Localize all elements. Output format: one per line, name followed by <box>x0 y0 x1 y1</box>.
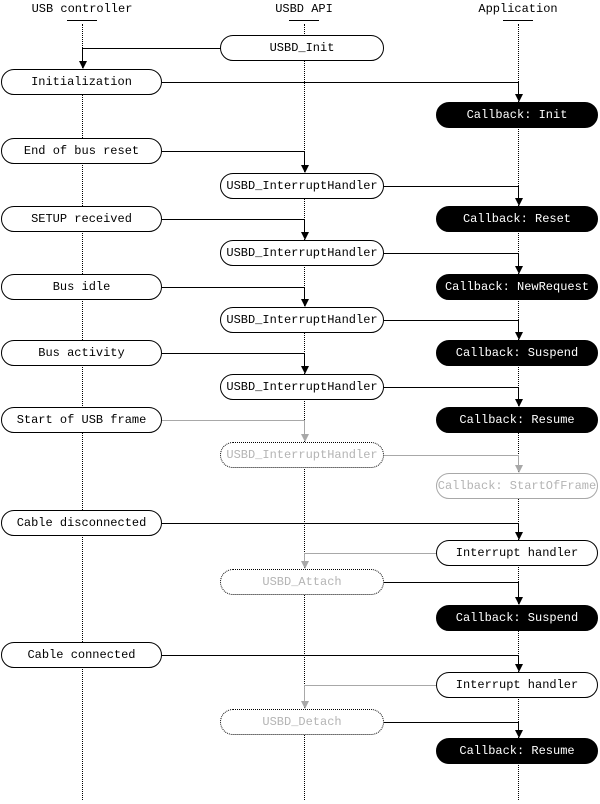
node-int-handler1: Interrupt handler <box>436 540 598 566</box>
node-cb-init: Callback: Init <box>436 102 598 128</box>
connector-vline <box>518 82 519 94</box>
connector-vline <box>518 186 519 198</box>
node-int-handler2: Interrupt handler <box>436 672 598 698</box>
arrow-down-icon <box>515 597 523 605</box>
arrow-down-icon <box>301 561 309 569</box>
node-cb-resume1: Callback: Resume <box>436 407 598 433</box>
connector-hline <box>162 151 305 152</box>
node-cb-suspend1: Callback: Suspend <box>436 340 598 366</box>
connector-hline <box>162 655 519 656</box>
node-ih2: USBD_InterruptHandler <box>220 240 384 266</box>
node-cb-startofframe: Callback: StartOfFrame <box>436 473 598 499</box>
node-cable-disconnected: Cable disconnected <box>1 510 162 536</box>
connector-hline <box>82 48 221 49</box>
connector-vline <box>518 253 519 266</box>
node-end-of-bus-reset: End of bus reset <box>1 138 162 164</box>
column-underline-usb-controller <box>67 20 97 21</box>
column-underline-usbd-api <box>289 20 319 21</box>
connector-hline <box>384 455 519 456</box>
connector-hline <box>162 353 305 354</box>
node-usbd-init: USBD_Init <box>220 35 384 61</box>
node-ih1: USBD_InterruptHandler <box>220 173 384 199</box>
arrow-down-icon <box>301 232 309 240</box>
connector-hline <box>384 253 519 254</box>
connector-hline <box>384 387 519 388</box>
connector-hline <box>162 82 519 83</box>
connector-vline <box>304 287 305 299</box>
connector-hline <box>162 420 305 421</box>
node-setup-received: SETUP received <box>1 206 162 232</box>
column-header-usbd-api: USBD API <box>275 2 333 16</box>
node-start-of-usb-frame: Start of USB frame <box>1 407 162 433</box>
connector-vline <box>518 582 519 597</box>
node-usbd-attach: USBD_Attach <box>220 569 384 595</box>
arrow-down-icon <box>515 332 523 340</box>
arrow-down-icon <box>515 664 523 672</box>
arrow-down-icon <box>79 61 87 69</box>
node-initialization: Initialization <box>1 69 162 95</box>
arrow-down-icon <box>515 532 523 540</box>
arrow-down-icon <box>301 299 309 307</box>
connector-vline <box>304 151 305 165</box>
node-ih5: USBD_InterruptHandler <box>220 442 384 468</box>
node-cb-suspend2: Callback: Suspend <box>436 605 598 631</box>
column-underline-application <box>503 20 533 21</box>
connector-vline <box>518 523 519 532</box>
connector-vline <box>304 420 305 434</box>
node-ih4: USBD_InterruptHandler <box>220 374 384 400</box>
node-cb-resume2: Callback: Resume <box>436 738 598 764</box>
arrow-down-icon <box>301 165 309 173</box>
arrow-down-icon <box>515 266 523 274</box>
connector-vline <box>518 655 519 664</box>
connector-hline <box>384 320 519 321</box>
column-header-application: Application <box>478 2 558 16</box>
connector-hline <box>162 523 519 524</box>
connector-hline <box>384 186 519 187</box>
connector-vline <box>304 353 305 366</box>
node-usbd-detach: USBD_Detach <box>220 709 384 735</box>
connector-vline <box>518 387 519 399</box>
arrow-down-icon <box>301 366 309 374</box>
connector-vline <box>304 553 305 561</box>
arrow-down-icon <box>515 198 523 206</box>
connector-vline <box>304 685 305 701</box>
column-header-usb-controller: USB controller <box>31 2 133 16</box>
connector-hline <box>384 722 519 723</box>
connector-hline <box>304 685 437 686</box>
node-bus-idle: Bus idle <box>1 274 162 300</box>
arrow-down-icon <box>515 465 523 473</box>
arrow-down-icon <box>301 701 309 709</box>
arrow-down-icon <box>515 730 523 738</box>
arrow-down-icon <box>301 434 309 442</box>
connector-vline <box>518 722 519 730</box>
lifeline-usbd-api <box>304 24 305 800</box>
connector-vline <box>518 320 519 332</box>
arrow-down-icon <box>515 94 523 102</box>
node-bus-activity: Bus activity <box>1 340 162 366</box>
connector-hline <box>162 219 305 220</box>
connector-hline <box>304 553 437 554</box>
connector-hline <box>162 287 305 288</box>
connector-hline <box>384 582 519 583</box>
connector-vline <box>304 219 305 232</box>
node-cb-reset: Callback: Reset <box>436 206 598 232</box>
connector-vline <box>518 455 519 465</box>
arrow-down-icon <box>515 399 523 407</box>
connector-vline <box>82 48 83 61</box>
node-ih3: USBD_InterruptHandler <box>220 307 384 333</box>
node-cb-newrequest: Callback: NewRequest <box>436 274 598 300</box>
node-cable-connected: Cable connected <box>1 642 162 668</box>
